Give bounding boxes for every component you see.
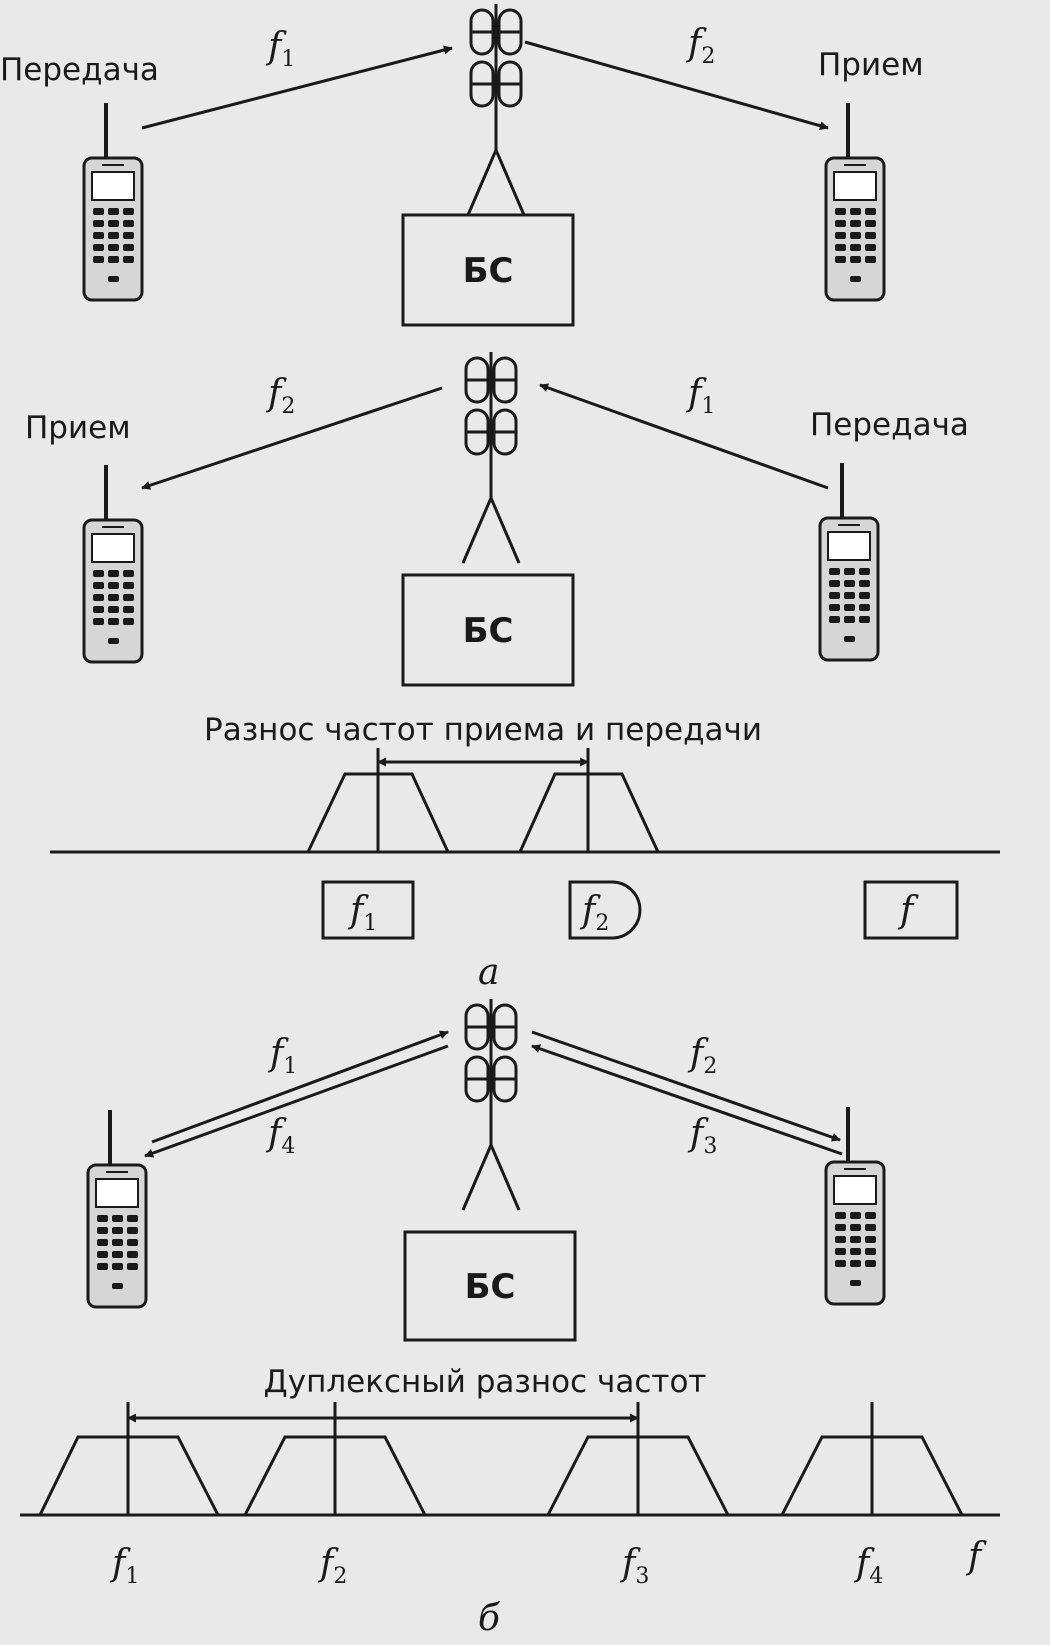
arrow-f4-downlink xyxy=(144,1044,449,1158)
legend-box-f2 xyxy=(568,880,642,940)
axis-label-f: f xyxy=(897,890,919,931)
mobile-phone-icon xyxy=(86,1108,148,1309)
legend-box-f1 xyxy=(321,880,415,940)
antenna-icon xyxy=(461,997,521,1212)
freq-spacing-title: Разнос частот приема и передачи xyxy=(204,712,762,748)
channel-spectrum-f2 xyxy=(518,772,660,853)
transmit-label: Передача xyxy=(0,52,159,88)
channel-spectrum-f1 xyxy=(38,1435,220,1516)
caption-a: а xyxy=(478,952,499,993)
base-station-label: БС xyxy=(463,251,514,291)
base-station-label: БС xyxy=(463,611,514,651)
axis-label-f2: f2 xyxy=(317,1543,347,1589)
channel-spectrum-f3 xyxy=(546,1435,730,1516)
legend-box-f xyxy=(863,880,959,940)
legend-label-f1: f1 xyxy=(347,890,377,936)
freq-label-f3: f3 xyxy=(687,1113,717,1159)
freq-label-f2: f2 xyxy=(685,23,715,69)
freq-label-f4: f4 xyxy=(265,1113,295,1159)
antenna-icon xyxy=(466,2,526,217)
axis-label-f4: f4 xyxy=(853,1543,883,1589)
freq-label-f1: f1 xyxy=(267,1033,297,1079)
channel-spectrum-f4 xyxy=(780,1435,964,1516)
receive-label: Прием xyxy=(818,47,924,83)
arrow-f1-uplink xyxy=(539,383,829,490)
receive-label: Прием xyxy=(25,410,131,446)
mobile-phone-icon xyxy=(82,463,144,664)
mobile-phone-icon xyxy=(82,101,144,302)
antenna-icon xyxy=(461,350,521,565)
duplex-spacing-title: Дуплексный разнос частот xyxy=(264,1364,707,1400)
mobile-phone-icon xyxy=(824,101,886,302)
base-station-box xyxy=(403,1230,577,1342)
channel-spectrum-f1 xyxy=(306,772,450,853)
channel-spectrum-f2 xyxy=(243,1435,427,1516)
arrow-f2-downlink xyxy=(531,1030,841,1142)
mobile-phone-icon xyxy=(818,461,880,662)
mobile-phone-icon xyxy=(824,1105,886,1306)
arrow-f1-uplink xyxy=(151,1030,449,1144)
transmit-label: Передача xyxy=(810,407,969,443)
freq-label-f1: f1 xyxy=(685,373,715,419)
legend-label-f2: f2 xyxy=(579,890,609,936)
base-station-label: БС xyxy=(465,1267,516,1307)
axis-label-f: f xyxy=(965,1536,987,1577)
arrow-f1-uplink xyxy=(141,45,453,130)
arrow-f2-downlink xyxy=(524,40,829,131)
arrow-f3-uplink xyxy=(531,1044,843,1156)
axis-label-f1: f1 xyxy=(109,1543,139,1589)
freq-label-f2: f2 xyxy=(265,373,295,419)
axis-label-f3: f3 xyxy=(619,1543,649,1589)
freq-label-f2: f2 xyxy=(687,1033,717,1079)
arrow-f2-downlink xyxy=(141,386,443,490)
base-station-box xyxy=(401,573,575,687)
caption-b: б xyxy=(478,1598,501,1639)
base-station-box xyxy=(401,213,575,327)
freq-label-f1: f1 xyxy=(265,26,295,72)
